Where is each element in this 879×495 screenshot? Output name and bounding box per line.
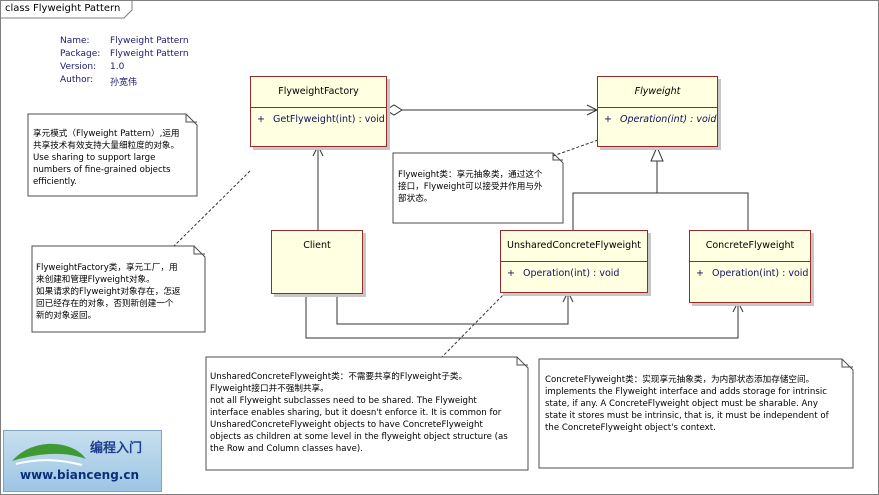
operation-signature: Operation(int) : void xyxy=(523,268,620,279)
class-flyweight[interactable]: Flyweight + Operation(int) : void xyxy=(597,76,718,147)
class-operation: + Operation(int) : void xyxy=(598,108,717,125)
class-unshared-concrete-flyweight[interactable]: UnsharedConcreteFlyweight + Operation(int… xyxy=(500,230,648,293)
note-factory: FlyweightFactory类，享元工厂，用 来创建和管理Flyweight… xyxy=(36,263,181,321)
aggregation-diamond xyxy=(385,104,403,116)
class-operation: + GetFlyweight(int) : void xyxy=(251,108,386,125)
class-name: FlyweightFactory xyxy=(251,77,386,108)
visibility-public: + xyxy=(257,114,265,125)
visibility-public: + xyxy=(604,114,612,125)
meta-label-name: Name: xyxy=(60,36,90,46)
note-flyweight-shape xyxy=(392,152,564,224)
note-factory-shape xyxy=(31,245,206,333)
class-name: UnsharedConcreteFlyweight xyxy=(501,231,647,262)
note-unshared: UnsharedConcreteFlyweight类：不需要共享的Flyweig… xyxy=(210,372,508,454)
operation-signature: Operation(int) : void xyxy=(712,268,809,279)
leaf-icon xyxy=(12,443,86,466)
note-intro: 享元模式（Flyweight Pattern）,运用 共享技术有效支持大量细粒度… xyxy=(33,129,180,187)
class-name: ConcreteFlyweight xyxy=(690,231,810,262)
meta-value-package: Flyweight Pattern xyxy=(110,49,189,59)
class-operation: + Operation(int) : void xyxy=(690,262,810,279)
note-flyweight: Flyweight类：享元抽象类，通过这个 接口，Flyweight可以接受并作… xyxy=(398,170,543,204)
class-name: Flyweight xyxy=(598,77,717,108)
note-concrete-shape xyxy=(538,358,854,469)
class-flyweight-factory[interactable]: FlyweightFactory + GetFlyweight(int) : vo… xyxy=(250,76,387,147)
watermark-text: 编程入门 xyxy=(90,441,143,456)
meta-label-author: Author: xyxy=(60,75,94,85)
meta-label-package: Package: xyxy=(60,49,101,59)
client-to-concrete-line xyxy=(305,293,739,339)
frame-title: class Flyweight Pattern xyxy=(5,3,121,14)
class-client[interactable]: Client xyxy=(271,230,363,294)
operation-signature: Operation(int) : void xyxy=(620,114,717,125)
operation-signature: GetFlyweight(int) : void xyxy=(273,114,385,125)
frame-tab-outline xyxy=(0,0,133,19)
class-concrete-flyweight[interactable]: ConcreteFlyweight + Operation(int) : void xyxy=(689,230,811,303)
meta-value-version: 1.0 xyxy=(110,62,125,72)
meta-label-version: Version: xyxy=(60,62,97,72)
meta-value-author: 孙宽伟 xyxy=(110,78,138,88)
generalization-triangle xyxy=(650,145,664,162)
watermark-logo: 编程入门 www.bianceng.cn xyxy=(3,430,162,492)
note-concrete: ConcreteFlyweight类：实现享元抽象类，为内部状态添加存储空间。 … xyxy=(545,375,829,433)
client-to-unshared-line xyxy=(336,292,569,325)
note-unshared-shape xyxy=(205,356,529,471)
class-operation: + Operation(int) : void xyxy=(501,262,647,279)
note-intro-shape xyxy=(27,113,198,197)
watermark-url: www.bianceng.cn xyxy=(20,468,139,482)
meta-value-name: Flyweight Pattern xyxy=(110,36,189,46)
diagram-metadata: Name: Flyweight Pattern Package: Flyweig… xyxy=(60,36,220,88)
visibility-public: + xyxy=(507,268,515,279)
class-name: Client xyxy=(303,240,331,251)
visibility-public: + xyxy=(696,268,704,279)
generalization-lines xyxy=(572,161,749,230)
